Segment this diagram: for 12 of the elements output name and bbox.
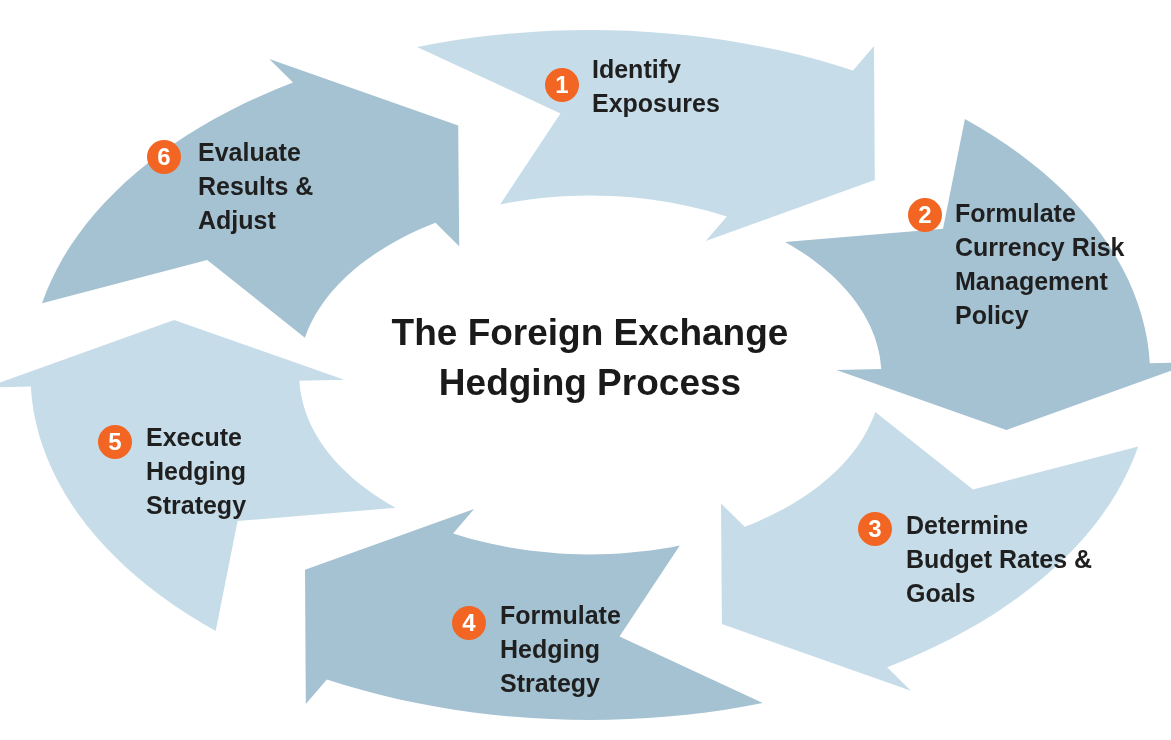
step-label: Execute Hedging Strategy xyxy=(146,422,248,521)
arrow-shape xyxy=(720,412,1138,691)
step-label: Formulate Currency Risk Management Policy xyxy=(955,198,1126,331)
step-number: 6 xyxy=(147,140,181,174)
step-number: 2 xyxy=(908,198,942,232)
diagram-title: The Foreign Exchange Hedging Process xyxy=(390,311,790,405)
step-label: Identify Exposures xyxy=(592,54,721,119)
step-label: Formulate Hedging Strategy xyxy=(500,600,622,699)
arrow-shape xyxy=(305,509,764,720)
step-label: Determine Budget Rates & Goals xyxy=(906,510,1094,609)
step-label: Evaluate Results & Adjust xyxy=(198,137,315,236)
arrow-shape xyxy=(416,30,875,241)
